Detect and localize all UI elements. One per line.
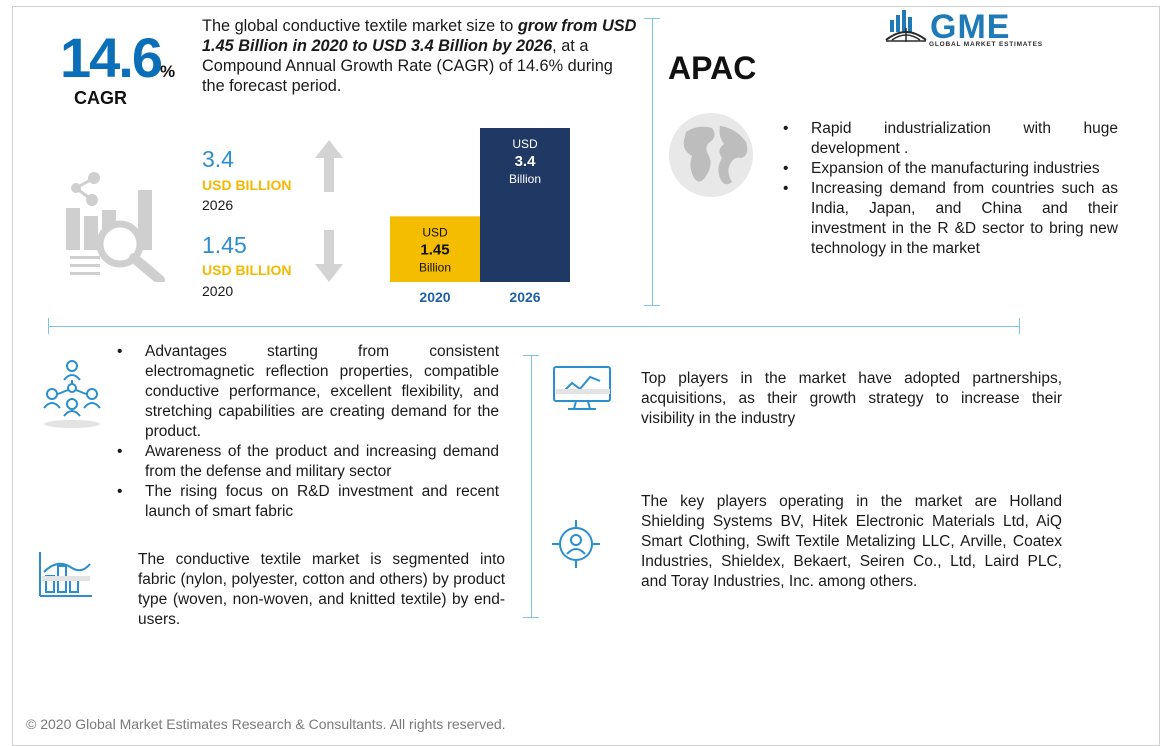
stat-low-year: 2020 [202,283,234,299]
stat-low-value: 1.45 [202,232,247,258]
divider-horizontal [48,326,1020,327]
bar-label-bottom: Billion [419,260,451,274]
logo-tagline: GLOBAL MARKET ESTIMATES [929,41,1043,48]
stat-low-unit: USD BILLION [202,262,292,278]
intro-text: The global conductive textile market siz… [202,16,638,96]
arrow-down-icon [315,230,343,282]
copyright-footer: © 2020 Global Market Estimates Research … [26,716,506,732]
arrow-up-icon [315,140,343,192]
apac-bullet: Increasing demand from countries such as… [783,179,1118,259]
divider-tick [48,318,49,334]
gme-logo-icon [885,10,927,42]
bar-2026 [480,128,570,282]
market-analysis-icon [66,172,165,282]
bar-label-top: USD [422,225,448,239]
region-title: APAC [668,50,757,86]
bar-label-value: 1.45 [420,241,449,258]
segmentation-chart-icon [39,552,92,597]
x-tick-label: 2026 [509,289,540,305]
divider-vertical-top [652,18,653,305]
divider-tick [523,617,539,618]
target-person-icon [552,520,600,568]
stat-high-value: 3.4 [202,146,234,172]
intro-emphasis: grow from USD 1.45 Billion in 2020 to US… [202,17,637,55]
apac-bullet-list: Rapid industrialization with huge develo… [783,119,1118,259]
cagr-label: CAGR [74,88,127,108]
divider-tick [644,18,660,19]
cagr-value: 14.6 [60,26,163,89]
driver-bullet: The rising focus on R&D investment and r… [117,482,499,522]
people-network-icon [43,360,101,428]
apac-bullet: Rapid industrialization with huge develo… [783,119,1118,159]
intro-prefix: The global conductive textile market siz… [202,17,518,35]
cagr-percent-sign: % [160,62,176,81]
stat-high-unit: USD BILLION [202,177,292,193]
drivers-bullet-list: Advantages starting from consistent elec… [117,342,499,522]
x-tick-label: 2020 [419,289,450,305]
driver-bullet: Advantages starting from consistent elec… [117,342,499,442]
divider-vertical-bottom [531,355,532,617]
segmentation-text: The conductive textile market is segment… [138,551,505,628]
strategy-text: Top players in the market have adopted p… [641,370,1062,427]
intro-suffix: , at a Compound Annual Growth Rate (CAGR… [202,37,613,95]
key-players-text: The key players operating in the market … [641,493,1062,590]
globe-icon [669,113,753,197]
monitor-trend-icon [553,366,611,410]
bar-2020 [390,216,480,282]
logo-name: GME [930,8,1011,46]
divider-tick [644,305,660,306]
bar-label-value: 3.4 [515,153,537,170]
divider-tick [523,355,539,356]
driver-bullet: Awareness of the product and increasing … [117,442,499,482]
divider-tick [1019,318,1020,334]
bar-label-bottom: Billion [509,172,541,186]
stat-high-year: 2026 [202,197,234,213]
apac-bullet: Expansion of the manufacturing industrie… [783,159,1118,179]
bar-label-top: USD [512,137,538,151]
